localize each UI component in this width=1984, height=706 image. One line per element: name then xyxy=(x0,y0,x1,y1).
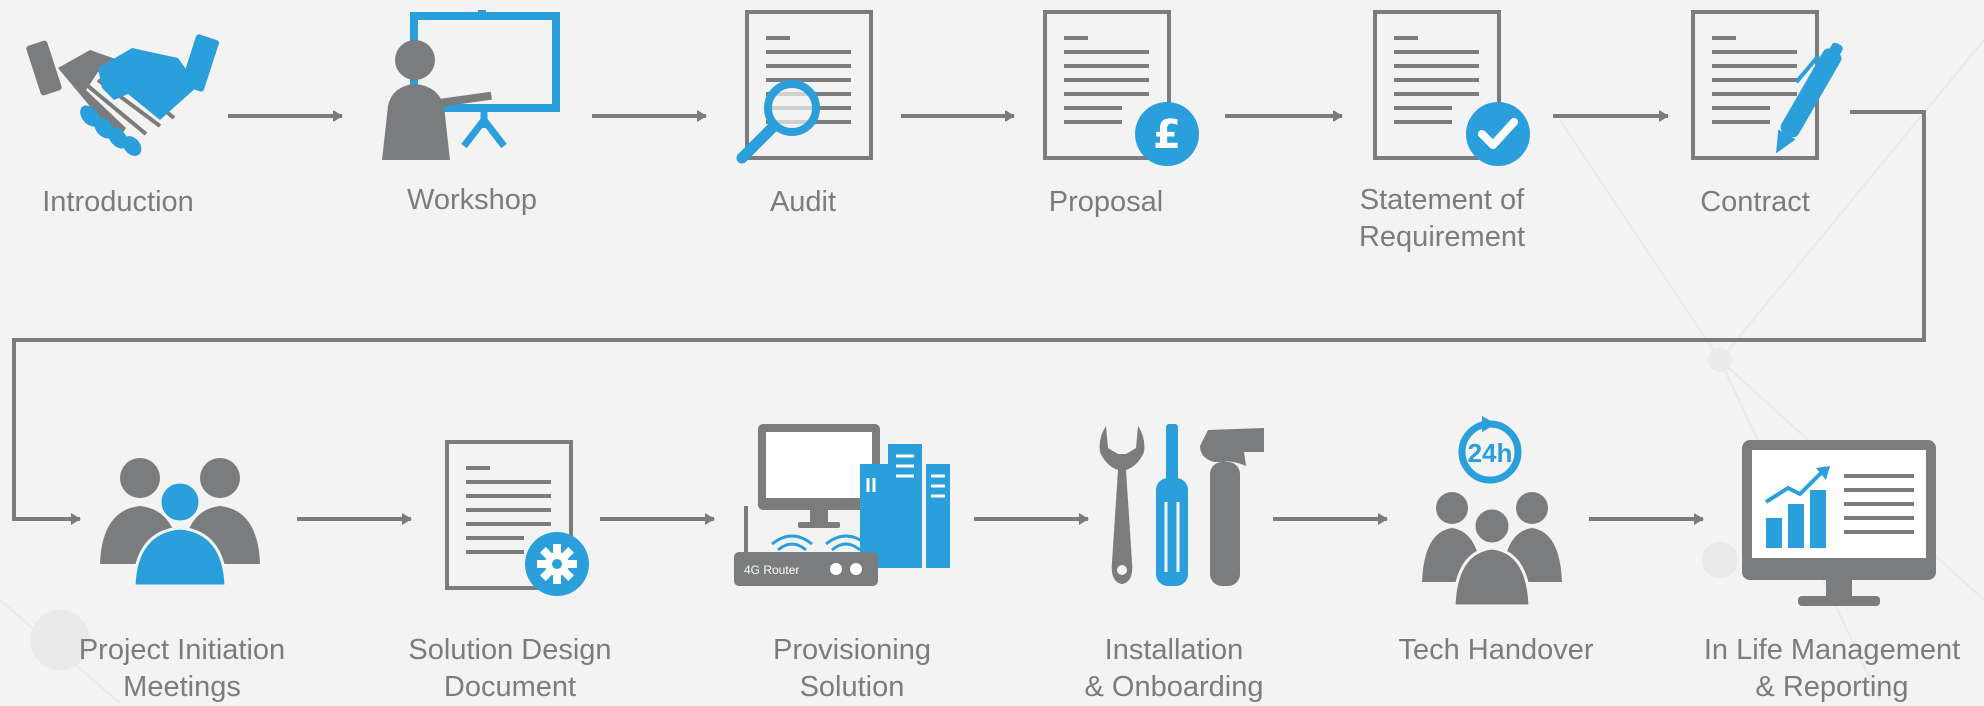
step-label-provisioning: Provisioning Solution xyxy=(773,632,931,706)
handshake-icon xyxy=(26,34,219,156)
router-label: 4G Router xyxy=(744,563,799,577)
statement-line1: Statement of xyxy=(1359,184,1525,216)
document-magnifier-icon xyxy=(736,10,873,164)
step-label-pim: Project Initiation Meetings xyxy=(79,632,285,706)
provisioning-line2: Solution xyxy=(799,671,905,703)
step-label-audit: Audit xyxy=(770,184,836,221)
statement-line2: Requirement xyxy=(1358,221,1526,253)
pim-line2: Meetings xyxy=(123,671,241,703)
document-pound-icon: £ xyxy=(1043,10,1199,166)
step-label-introduction: Introduction xyxy=(42,184,194,221)
document-gear-icon xyxy=(445,440,589,596)
pim-line1: Project Initiation xyxy=(78,634,286,666)
hardware-icon: 4G Router xyxy=(734,424,950,586)
sdd-line1: Solution Design xyxy=(408,634,612,666)
step-label-statement: Statement of Requirement xyxy=(1359,182,1525,256)
installation-line1: Installation xyxy=(1104,634,1244,666)
introduction-text: Introduction xyxy=(42,186,194,218)
sdd-line2: Document xyxy=(443,671,577,703)
24h-badge: 24h xyxy=(1468,438,1513,468)
step-label-contract: Contract xyxy=(1700,184,1810,221)
proposal-text: Proposal xyxy=(1048,186,1164,218)
handover-text: Tech Handover xyxy=(1398,634,1594,666)
monitor-chart-icon xyxy=(1742,440,1936,606)
installation-line2: & Onboarding xyxy=(1084,671,1264,703)
step-label-installation: Installation & Onboarding xyxy=(1085,632,1264,706)
step-label-inlife: In Life Management & Reporting xyxy=(1704,632,1960,706)
step-label-proposal: Proposal xyxy=(1049,184,1163,221)
step-label-sdd: Solution Design Document xyxy=(408,632,611,706)
step-label-workshop: Workshop xyxy=(407,182,537,219)
contract-text: Contract xyxy=(1700,186,1810,218)
inlife-line1: In Life Management xyxy=(1703,634,1961,666)
support-team-icon: 24h xyxy=(1422,416,1562,608)
provisioning-line1: Provisioning xyxy=(773,634,931,666)
workshop-text: Workshop xyxy=(406,184,538,216)
presentation-icon xyxy=(382,10,560,160)
tools-icon xyxy=(1099,424,1264,586)
arrow-row-wrap xyxy=(12,110,1926,525)
document-check-icon xyxy=(1373,10,1530,166)
step-label-handover: Tech Handover xyxy=(1398,632,1593,669)
team-icon xyxy=(100,458,260,588)
document-pen-icon xyxy=(1691,10,1843,160)
svg-text:£: £ xyxy=(1153,112,1181,158)
inlife-line2: & Reporting xyxy=(1755,671,1909,703)
audit-text: Audit xyxy=(769,186,837,218)
